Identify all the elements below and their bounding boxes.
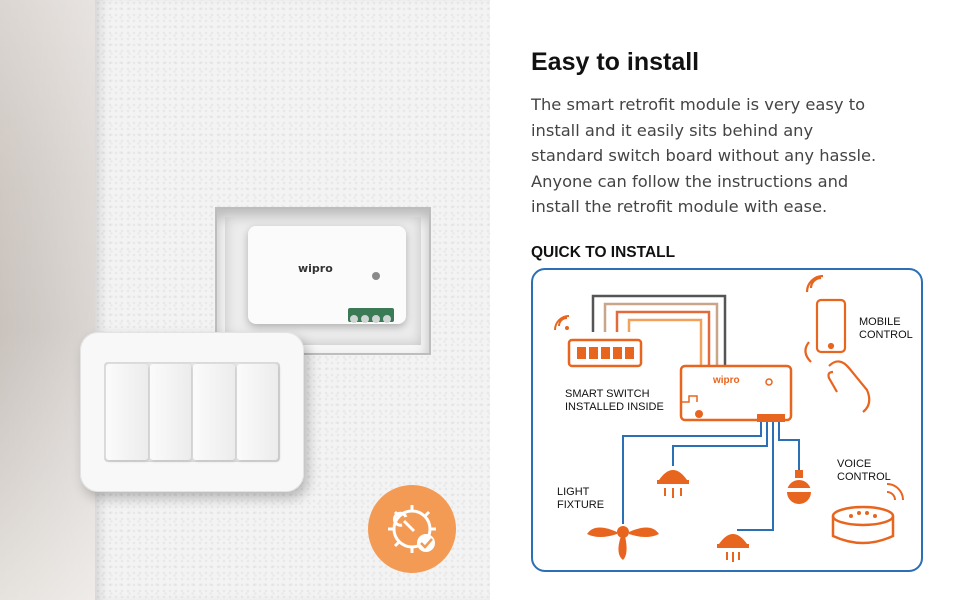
smart-speaker-icon [831, 483, 904, 545]
rocker-switch [193, 364, 235, 460]
description: The smart retrofit module is very easy t… [531, 92, 951, 220]
pendant-lamp-icon [787, 470, 811, 504]
pendant-lamp-icon [717, 534, 749, 562]
ceiling-fan-icon [587, 526, 659, 560]
label-smart-switch: SMART SWITCH INSTALLED INSIDE [565, 388, 664, 414]
module-terminals [348, 308, 394, 323]
rocker-switch [106, 364, 148, 460]
retrofit-module: wipro [248, 226, 406, 324]
rocker-switch [149, 364, 191, 460]
label-line: FIXTURE [557, 499, 605, 511]
install-diagram: wipro MOBILE CONTROL SMART SWITCH INSTAL… [531, 268, 923, 572]
switch-panel-icon [554, 315, 643, 368]
description-line: install the retrofit module with ease. [531, 197, 828, 216]
rocker-switch [236, 364, 278, 460]
description-line: standard switch board without any hassle… [531, 146, 877, 165]
module-logo: wipro [298, 262, 333, 275]
label-line: VOICE [837, 458, 872, 470]
smartphone-hand-icon [804, 274, 871, 413]
retrofit-module-icon [679, 364, 793, 422]
label-light-fixture: LIGHT FIXTURE [557, 486, 604, 512]
label-voice-control: VOICE CONTROL [837, 458, 891, 484]
diagram-module-logo: wipro [713, 375, 740, 386]
description-line: Anyone can follow the instructions and [531, 171, 849, 191]
label-line: MOBILE [859, 316, 901, 328]
pendant-lamp-icon [657, 470, 689, 498]
section-title: QUICK TO INSTALL [531, 244, 676, 261]
product-photo: wipro [0, 0, 490, 600]
module-led [372, 272, 380, 280]
install-badge [368, 485, 456, 573]
description-line: The smart retrofit module is very easy t… [531, 95, 866, 114]
blurred-room-background [0, 0, 100, 600]
label-mobile-control: MOBILE CONTROL [859, 316, 913, 342]
wiring-illustration [554, 274, 904, 562]
gear-wrench-check-icon [388, 505, 436, 553]
label-line: CONTROL [859, 329, 913, 341]
label-line: CONTROL [837, 471, 891, 483]
description-line: install and it easily sits behind any [531, 120, 814, 140]
switch-board [80, 332, 304, 492]
label-line: LIGHT [557, 486, 590, 498]
label-line: SMART SWITCH [565, 388, 650, 400]
label-line: INSTALLED INSIDE [565, 401, 664, 413]
page-title: Easy to install [531, 48, 700, 76]
